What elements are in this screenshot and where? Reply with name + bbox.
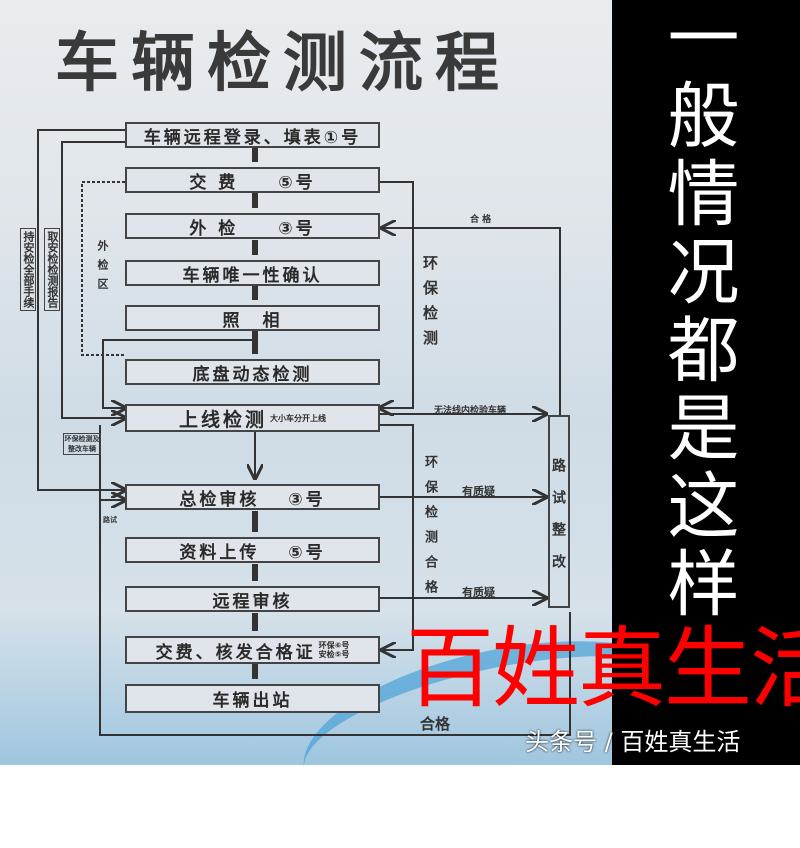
label-outer-zone: 外检区: [96, 240, 109, 297]
step-data-upload: 资料上传 ⑤号: [125, 537, 380, 563]
label-pass-bottom: 合格: [420, 715, 451, 733]
step-exterior-check: 外 检 ③号: [125, 213, 380, 239]
note-env: 环保⑥号: [318, 641, 350, 650]
label-hold-docs: 持安检全部手续: [20, 228, 36, 311]
step-online-label: 上线检测: [178, 408, 267, 431]
step-pay-fee: 交 费 ⑤号: [125, 167, 380, 193]
toutiao-watermark: 头条号 / 百姓真生活: [525, 728, 741, 756]
step-remote-review: 远程审核: [125, 586, 380, 612]
road-test-rectify-box: 路试整改: [548, 415, 570, 608]
note-safety: 安检⑤号: [318, 650, 350, 659]
step-vehicle-id-confirm: 车辆唯一性确认: [125, 260, 380, 286]
step-issue-certificate: 交费、核发合格证环保⑥号安检⑤号: [125, 636, 380, 664]
poster-title: 车辆检测流程: [55, 27, 511, 101]
label-pass-top: 合 格: [470, 215, 492, 225]
label-env-pass: 环保检测合格: [422, 455, 437, 605]
label-doubt-1: 有质疑: [462, 485, 495, 498]
red-watermark: 百姓真生活: [406, 617, 800, 720]
step-final-review: 总检审核 ③号: [125, 484, 380, 510]
side-caption: 一般情况都是这样: [655, 0, 739, 624]
step-chassis-test: 底盘动态检测: [125, 359, 380, 385]
label-get-report: 取安检检测报告: [44, 228, 60, 311]
flow-connectors: [37, 129, 571, 736]
step-vehicle-exit: 车辆出站: [125, 684, 380, 713]
label-env-test: 环保检测: [421, 255, 439, 355]
step-photo: 照 相: [125, 305, 380, 331]
label-road-test-small: 路试: [103, 516, 117, 524]
step-online-test: 上线检测大小车分开上线: [125, 404, 380, 432]
label-env-rectify: 环保检测及整改车辆: [63, 433, 101, 455]
issue-cert-label: 交费、核发合格证: [155, 642, 316, 663]
online-note: 大小车分开上线: [270, 413, 326, 423]
label-cannot-inline: 无法线内检验车辆: [434, 406, 507, 416]
black-side-panel: [612, 0, 800, 765]
step-remote-login: 车辆远程登录、填表①号: [125, 122, 380, 148]
label-doubt-2: 有质疑: [462, 586, 495, 599]
